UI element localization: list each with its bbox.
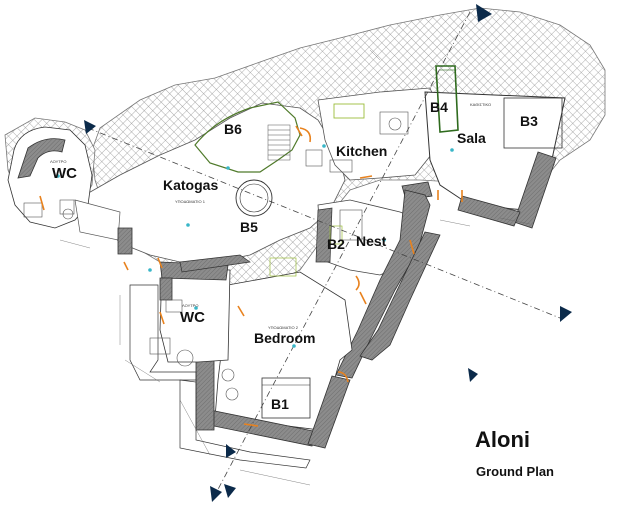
room-label-wc-south: WC [180, 309, 205, 326]
wc-south-room [159, 267, 231, 363]
room-label-b1: B1 [271, 396, 289, 412]
wc-south-outer [129, 284, 197, 381]
sala-tag: ΚΑΘΙΣΤΙΚΟ [470, 102, 492, 107]
room-label-b4: B4 [430, 99, 448, 115]
room-label-wc-west: WC [52, 165, 77, 182]
room-label-b6: B6 [224, 121, 242, 137]
b2-west-wall [315, 207, 333, 263]
sala-east-wall [513, 151, 557, 229]
room-label-b2: B2 [327, 236, 345, 252]
east-outer-wall [359, 231, 441, 361]
section-lines [87, 11, 561, 496]
katogas-west-wall [117, 227, 133, 255]
room-label-sala: Sala [457, 130, 486, 146]
b5-round [235, 179, 273, 217]
wc-west-tag: ΛΟΥΤΡΟ [50, 159, 67, 164]
room-label-kitchen: Kitchen [336, 143, 388, 159]
bedroom-lower-outer [179, 379, 311, 469]
door-markers [39, 125, 463, 427]
sala-south-wall [457, 195, 521, 227]
bedroom-west-wall [195, 359, 215, 431]
wc-west-curved-wall [17, 138, 66, 179]
plan-subtitle: Ground Plan [476, 464, 554, 479]
b3-box [503, 97, 563, 149]
room-label-b3: B3 [520, 113, 538, 129]
plan-title: Aloni [475, 427, 530, 452]
east-long-wall [335, 189, 431, 379]
b4-room [435, 65, 459, 133]
wc-south-west-wall [159, 277, 173, 301]
room-label-b5: B5 [240, 219, 258, 235]
bedroom-east-wall [307, 375, 351, 449]
bed [261, 377, 311, 419]
dimension-lines [59, 49, 531, 486]
b6-outline [194, 101, 301, 173]
room-label-katogas: Katogas [163, 177, 219, 193]
room-label-bedroom: Bedroom [254, 330, 316, 346]
kitchen-counter [333, 103, 365, 119]
b6-stairs [267, 124, 291, 161]
wc-south-tag: ΛΟΥΤΡΟ [182, 303, 199, 308]
section-markers [84, 4, 572, 502]
katogas-nest-wall [179, 254, 251, 273]
bedroom-area-tag: ΥΠΟΔΩΜΑΤΙΟ 2 [268, 325, 298, 330]
katogas-area-tag: ΥΠΟΔΩΜΑΤΙΟ 1 [175, 199, 205, 204]
katogas-floor [84, 102, 346, 263]
room-label-nest: Nest [356, 233, 387, 249]
level-markers [56, 144, 454, 348]
